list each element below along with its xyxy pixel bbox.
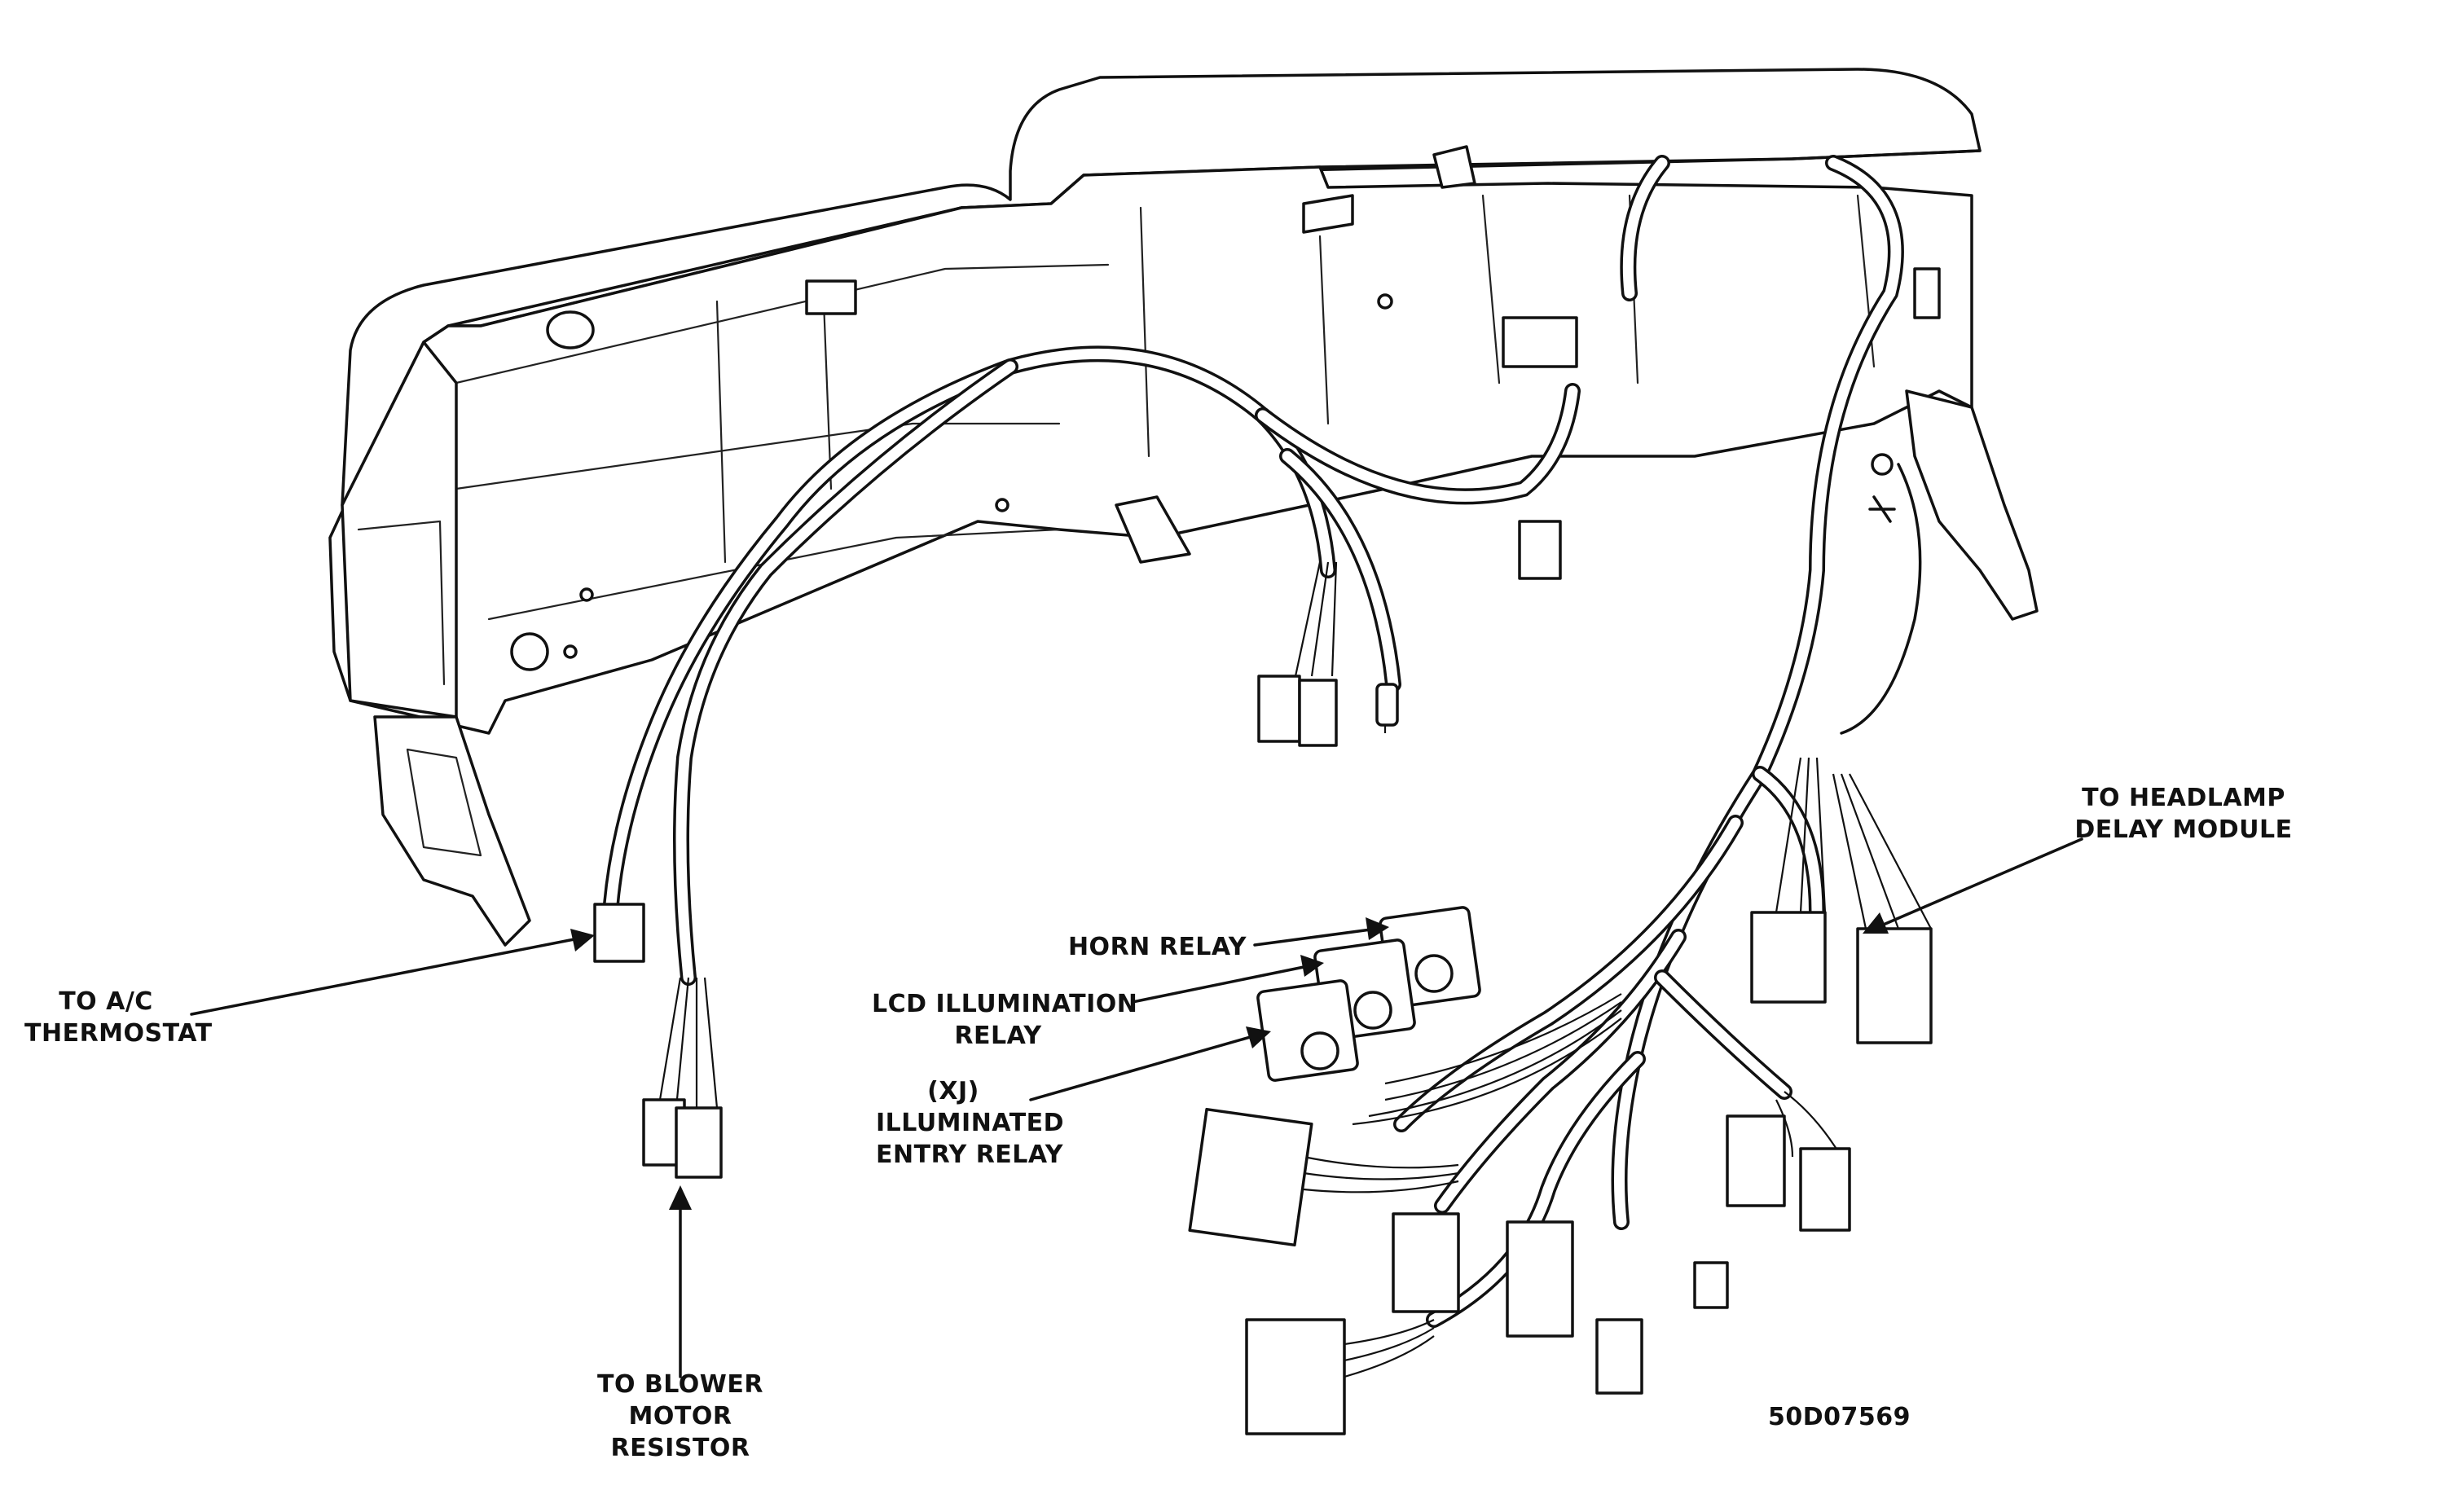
instrument-panel bbox=[328, 68, 2039, 947]
entry-relay-connector bbox=[1188, 1107, 1313, 1247]
leader-lines bbox=[190, 837, 2083, 1378]
figure-id: 50D07569 bbox=[1768, 1403, 1911, 1431]
label-horn-relay: HORN RELAY bbox=[1067, 933, 1247, 961]
headlamp-delay-connector bbox=[1856, 927, 1933, 1044]
label-blower-motor-resistor: TO BLOWER MOTOR RESISTOR bbox=[596, 1370, 763, 1462]
illuminated-entry-relay bbox=[1256, 979, 1359, 1082]
ac-thermostat-connector bbox=[593, 903, 645, 963]
label-illuminated-entry-relay: (XJ) ILLUMINATED ENTRY RELAY bbox=[876, 1077, 1065, 1169]
label-headlamp-delay-module: TO HEADLAMP DELAY MODULE bbox=[2074, 784, 2293, 844]
connectors bbox=[593, 316, 1933, 1435]
relays bbox=[1256, 906, 1481, 1082]
label-lcd-illumination-relay: LCD ILLUMINATION RELAY bbox=[872, 990, 1138, 1050]
blower-connector-b bbox=[675, 1106, 723, 1179]
wiring-harness bbox=[603, 155, 1922, 1328]
wire-bundles bbox=[658, 561, 1932, 1378]
label-ac-thermostat: TO A/C THERMOSTAT bbox=[24, 987, 213, 1048]
